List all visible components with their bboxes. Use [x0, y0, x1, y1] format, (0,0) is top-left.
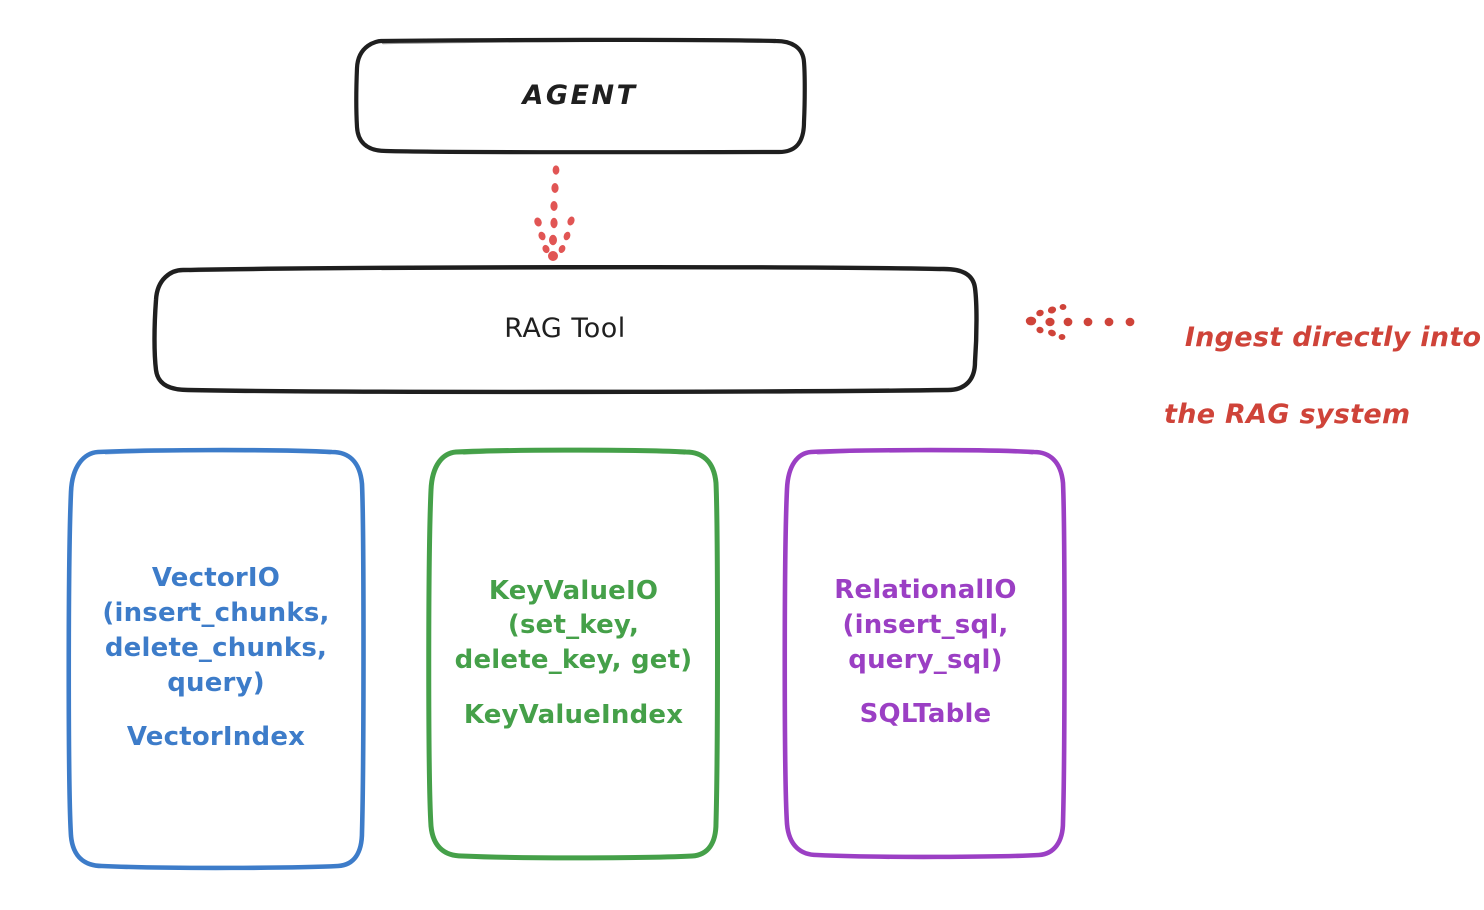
key-value-io-index-label: KeyValueIndex: [463, 699, 684, 730]
key-value-io-node-label: KeyValueIO (set_key, delete_key, get) Ke…: [430, 450, 717, 856]
vector-io-line-1: VectorIO: [151, 563, 281, 594]
rag-tool-label-text: RAG Tool: [504, 313, 626, 345]
agent-node-label: AGENT: [355, 40, 805, 152]
vector-io-line-4: query): [167, 667, 265, 698]
vector-io-node-label: VectorIO (insert_chunks, delete_chunks, …: [70, 450, 362, 866]
relational-io-line-2: (insert_sql,: [842, 609, 1009, 640]
key-value-io-line-3: delete_key, get): [454, 645, 693, 676]
vector-io-line-2: (insert_chunks,: [102, 598, 330, 628]
relational-io-node-label: RelationalIO (insert_sql, query_sql) SQL…: [786, 450, 1065, 855]
rag-tool-node-label: RAG Tool: [155, 268, 975, 390]
agent-to-rag-connector-arrow: [534, 165, 575, 261]
key-value-io-line-2: (set_key,: [507, 610, 640, 641]
ingest-annotation-line-2: the RAG system: [1164, 398, 1411, 430]
relational-io-index-label: SQLTable: [859, 699, 992, 730]
vector-io-index-label: VectorIndex: [126, 721, 306, 752]
ingest-annotation-line-1: Ingest directly into: [1184, 322, 1482, 354]
relational-io-line-1: RelationalIO: [834, 575, 1017, 606]
key-value-io-line-1: KeyValueIO: [488, 575, 659, 606]
relational-io-line-3: query_sql): [848, 644, 1003, 675]
ingest-arrow: [1025, 304, 1135, 340]
agent-label-text: AGENT: [522, 80, 638, 112]
vector-io-line-3: delete_chunks,: [104, 632, 328, 663]
ingest-annotation: Ingest directly into the RAG system: [1146, 281, 1481, 511]
